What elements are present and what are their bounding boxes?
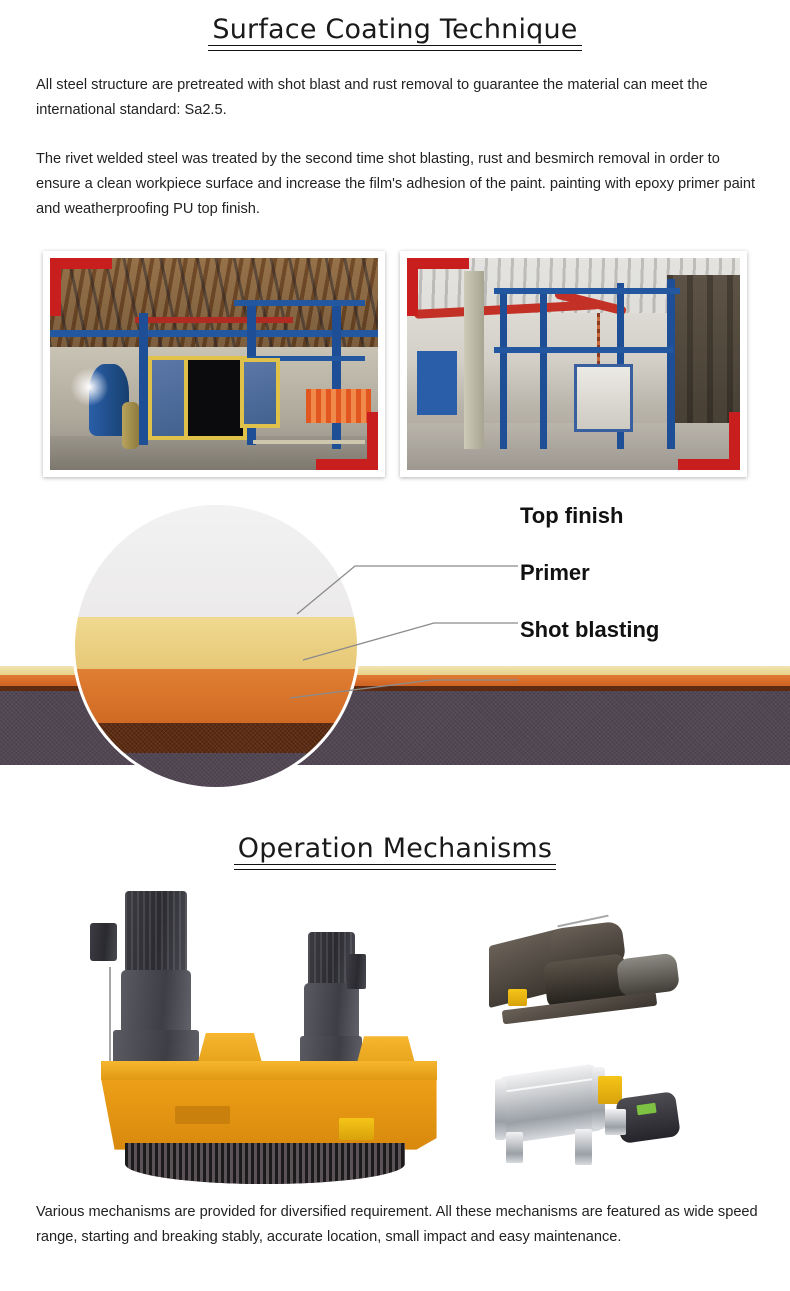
blue-column-4: [666, 279, 675, 449]
page-title-surface-coating: Surface Coating Technique: [0, 14, 790, 51]
blast-chamber-opening: [184, 355, 247, 441]
callout-label-primer: Primer: [520, 560, 590, 585]
mounting-bracket: [175, 1105, 230, 1125]
motor-flange: [604, 1109, 627, 1135]
light-flare: [69, 368, 110, 407]
corner-accent-top-left-vertical: [407, 258, 418, 316]
magnified-primer: [75, 669, 357, 723]
beam-upper-right: [233, 300, 365, 307]
photo-slewing-drive: [70, 885, 460, 1200]
coating-cross-section-diagram: [0, 490, 790, 795]
motor-right-top: [307, 932, 355, 989]
beam-horizontal-main: [50, 330, 378, 338]
motor-right-brake-box: [346, 954, 367, 989]
chamber-door-right: [240, 357, 280, 428]
yellow-main-housing: [101, 1067, 437, 1150]
chrome-winch-illustration: [480, 1045, 695, 1185]
photo-chrome-drum-winch: [480, 1045, 695, 1185]
column-left: [138, 313, 148, 445]
photo-left-inner: [50, 258, 378, 470]
concrete-pillar: [463, 270, 484, 449]
blue-equipment-left: [416, 351, 457, 415]
winch-illustration: [480, 914, 695, 1035]
yellow-coupling-block: [339, 1118, 375, 1141]
corner-accent-top-left-vertical: [50, 258, 61, 316]
motor-fan-cover: [615, 952, 680, 998]
steel-bars-stack: [253, 440, 365, 445]
surface-paragraph-1: All steel structure are pretreated with …: [36, 77, 708, 118]
motor-left-top: [124, 891, 187, 974]
magnified-steel-base: [75, 753, 357, 787]
blue-top-beam: [493, 287, 681, 294]
title-text: Operation Mechanisms: [233, 833, 557, 870]
drum-end-plate-left: [495, 1078, 506, 1141]
yellow-drum: [122, 402, 139, 449]
surface-paragraph-2: The rivet welded steel was treated by th…: [36, 151, 756, 217]
magnified-air: [75, 505, 357, 617]
corner-accent-bottom-right-horizontal: [678, 459, 740, 470]
orange-barrier: [305, 389, 372, 424]
gearbox-left-upper: [120, 970, 191, 1040]
title-text: Surface Coating Technique: [208, 14, 582, 51]
slewing-gear-ring: [124, 1143, 406, 1185]
blue-column-2: [540, 287, 548, 449]
beam-red-crane-rail: [135, 317, 293, 324]
factory-scene-blasting: [50, 258, 378, 470]
magnified-top-finish: [75, 617, 357, 669]
gearbox-right-upper: [304, 982, 359, 1046]
callout-label-shot-blasting: Shot blasting: [520, 617, 660, 642]
magnifier-circle: [72, 502, 360, 790]
blue-column-1: [500, 291, 508, 449]
column-right: [332, 300, 342, 449]
page-title-operation-mechanisms: Operation Mechanisms: [0, 833, 790, 870]
mounting-foot-left: [505, 1131, 523, 1163]
beam-lower-right: [233, 355, 365, 361]
mounting-foot-right: [574, 1129, 592, 1166]
corner-accent-top-left-horizontal: [407, 258, 469, 269]
corner-accent-bottom-right-horizontal: [316, 459, 378, 470]
photo-paint-conveyor-line: [400, 251, 747, 477]
right-dark-wall: [666, 274, 740, 441]
corner-accent-bottom-right-vertical: [367, 412, 378, 470]
paint-booth: [573, 364, 634, 432]
yellow-housing-top-face: [101, 1061, 437, 1081]
chamber-door-left: [148, 355, 188, 441]
corner-accent-bottom-right-vertical: [729, 412, 740, 470]
photo-right-inner: [407, 258, 740, 470]
yellow-gearbox: [598, 1075, 622, 1104]
layer-strip-top-finish: [0, 666, 790, 675]
corner-accent-top-left-horizontal: [50, 258, 112, 269]
motor-cooling-fins: [307, 932, 355, 989]
callout-label-top-finish: Top finish: [520, 503, 624, 528]
slewing-drive-illustration: [70, 885, 460, 1200]
magnified-shot-blasting: [75, 723, 357, 753]
motor-brake-box: [89, 922, 117, 961]
blue-cross-beam: [493, 347, 674, 354]
cable-left: [109, 966, 111, 1100]
photo-shot-blast-chamber: [43, 251, 385, 477]
photo-winch-motor-assembly: [480, 914, 695, 1035]
yellow-terminal-box: [507, 989, 528, 1007]
motor-cooling-fins: [124, 891, 187, 974]
factory-scene-conveyor: [407, 258, 740, 470]
gear-teeth: [124, 1143, 406, 1185]
conveyor-chain-hook: [596, 313, 600, 381]
operations-paragraph: Various mechanisms are provided for dive…: [36, 1204, 758, 1245]
